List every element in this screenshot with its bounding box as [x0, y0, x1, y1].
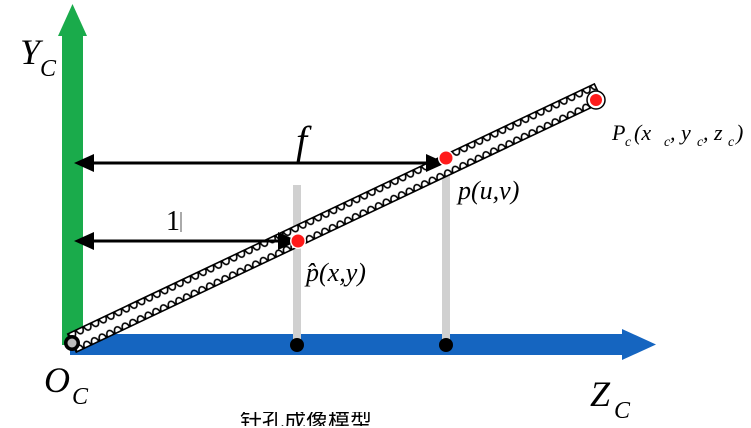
figure-caption: 针孔成像模型 [240, 412, 373, 426]
camera-point-marker [590, 94, 602, 106]
svg-text:c: c [697, 135, 704, 150]
origin-label: O [44, 360, 70, 400]
origin-label-sub: C [72, 384, 89, 410]
image-point-marker [439, 151, 453, 165]
focal-length-arrow [74, 154, 446, 172]
svg-text:, z: , z [703, 120, 723, 145]
y-axis-label: Y [20, 32, 44, 72]
svg-text:): ) [734, 120, 743, 145]
unit-distance-label: 1 [166, 206, 180, 237]
normalized-foot-point [290, 338, 304, 352]
projection-ray [66, 82, 604, 354]
svg-text:, y: , y [670, 120, 691, 145]
svg-text:c: c [664, 135, 671, 150]
image-projection-line [442, 158, 450, 345]
svg-text:c: c [728, 135, 735, 150]
projection-lines [293, 158, 450, 345]
y-axis [58, 4, 87, 345]
normalized-point-marker [291, 234, 305, 248]
svg-text:P: P [611, 120, 625, 145]
z-axis-label-sub: C [614, 398, 631, 423]
y-axis-label-sub: C [40, 56, 57, 82]
z-axis [70, 329, 656, 360]
svg-text:(x: (x [634, 120, 651, 145]
unit-distance-arrow [74, 232, 298, 250]
z-axis-label: Z [590, 374, 611, 414]
normalized-projection-line [293, 185, 301, 345]
image-foot-point [439, 338, 453, 352]
normalized-point-label: p̂(x,y) [304, 258, 366, 287]
focal-length-label: f [296, 118, 312, 163]
image-point-label: p(u,v) [456, 176, 519, 205]
svg-text:c: c [625, 135, 632, 150]
camera-point-label: P c (x c , y c , z c ) [611, 120, 743, 150]
